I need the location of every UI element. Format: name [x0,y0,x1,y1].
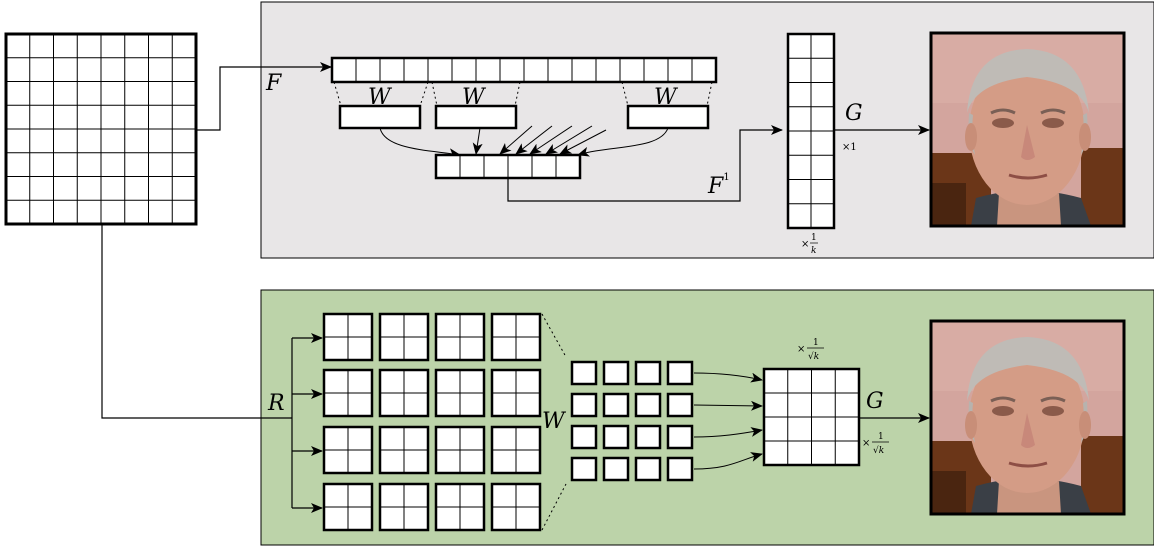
patch-block [490,368,542,418]
weight-block [602,392,630,418]
weight-block [634,456,662,482]
patch-projection-lines [541,313,567,531]
svg-text:1: 1 [811,233,817,243]
weight-block [570,456,598,482]
svg-text:×: × [801,239,809,250]
patch-block [434,482,486,532]
weight-block [570,360,598,386]
weight-block [666,392,694,418]
patch-block [322,312,374,362]
scale-sqrt-top: × 1 √k [797,338,824,362]
patch-block [490,312,542,362]
svg-text:k: k [811,246,816,256]
weight-block [634,424,662,450]
patch-block [434,312,486,362]
weight-block-grid [570,360,694,482]
svg-text:1: 1 [878,432,884,442]
reshape-line [101,224,292,419]
patch-block [322,425,374,475]
weight-block [602,456,630,482]
sum-arrows [379,125,669,159]
patch-block-grid [322,312,542,532]
patch-block [434,425,486,475]
weight-block [666,360,694,386]
weight-block [602,360,630,386]
weight-label-bottom: W [542,409,567,434]
frequency-vector [330,56,718,84]
sum-vector [434,153,582,180]
weight-block [570,424,598,450]
patch-block [322,482,374,532]
reshape-label: R [267,391,285,416]
weight-block-3 [626,104,710,130]
scale-x1: ×1 [842,142,857,153]
patch-block [378,368,430,418]
svg-text:×: × [862,438,870,449]
output-label-top: G [845,101,863,126]
result-grid [762,367,861,467]
svg-text:√k: √k [873,445,884,456]
projection-lines [333,81,713,107]
inverse-transform-exponent: -1 [720,172,730,183]
face-image-bottom [931,321,1124,514]
patch-block [490,482,542,532]
patch-block [378,482,430,532]
fourier-arrow [196,62,332,131]
output-vector [786,32,836,230]
patch-block [434,368,486,418]
merge-arrows [693,372,763,470]
patch-block [490,425,542,475]
svg-text:√k: √k [808,351,819,362]
scale-one-over-k: × 1 k [801,233,818,256]
scale-sqrt-right: × 1 √k [862,432,889,456]
face-image-top [931,33,1124,226]
weight-block [666,456,694,482]
svg-text:×: × [797,344,805,355]
reshape-arrows [291,333,323,513]
output-label-bottom: G [866,389,884,414]
inverse-transform-arrow [507,125,783,202]
inverse-transform-label: F [707,174,724,199]
svg-text:1: 1 [813,338,819,348]
input-grid [4,32,198,226]
patch-block [378,312,430,362]
weight-block [602,424,630,450]
weight-block [634,392,662,418]
weight-block-2 [434,104,518,130]
weight-block [666,424,694,450]
weight-block [570,392,598,418]
patch-block [378,425,430,475]
fourier-label: F [265,71,282,96]
patch-block [322,368,374,418]
weight-block-1 [338,104,422,130]
weight-block [634,360,662,386]
